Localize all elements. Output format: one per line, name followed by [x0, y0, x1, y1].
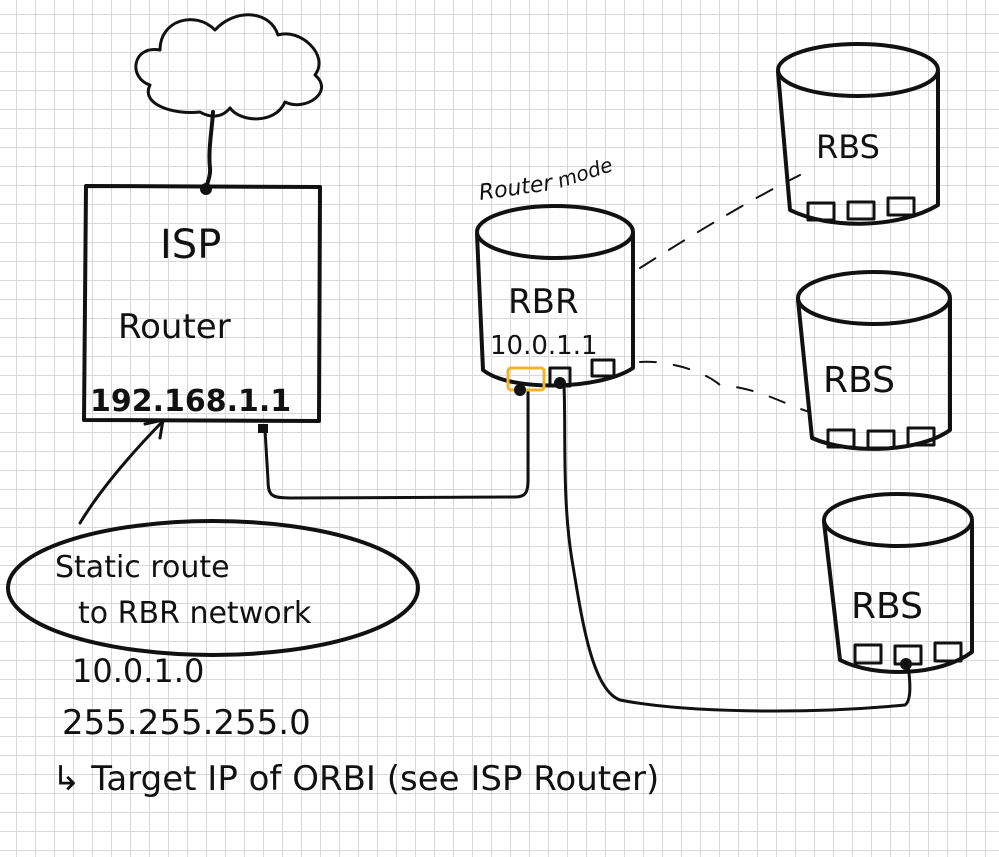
rbr-mode-label-1: Router	[477, 171, 556, 206]
rbr-ip: 10.0.1.1	[490, 331, 598, 361]
static-route-line-2: to RBR network	[78, 596, 312, 631]
wireless-link-rbs1	[639, 174, 801, 269]
rbs-device-1: RBS	[776, 42, 940, 226]
isp-rbr-cable	[263, 390, 530, 500]
isp-lan-port	[258, 424, 268, 433]
static-route-arrow	[78, 420, 164, 525]
route-target-note: ↳ Target IP of ORBI (see ISP Router)	[52, 759, 659, 799]
rbs-2-port-3	[906, 426, 936, 447]
rbs-3-label: RBS	[851, 586, 923, 627]
isp-label: ISP	[160, 222, 221, 268]
route-netmask: 255.255.255.0	[62, 703, 311, 743]
rbr-device: Router mode RBR 10.0.1.1	[475, 152, 635, 396]
rbs-1-port-2	[846, 200, 876, 221]
static-route-arrowhead	[143, 418, 165, 440]
internet-cloud	[134, 13, 323, 121]
static-route-bubble	[6, 519, 420, 657]
rbr-mode-label-2: mode	[554, 152, 615, 192]
rbs-3-port-1	[853, 643, 883, 665]
isp-router-label: Router	[118, 307, 231, 347]
rbr-rbs3-cable	[562, 384, 912, 713]
wireless-link-rbs2	[639, 360, 811, 413]
rbs-3-plug	[900, 658, 912, 670]
rbs-1-label: RBS	[816, 128, 880, 166]
rbr-lan-port-2	[590, 358, 616, 378]
route-network: 10.0.1.0	[72, 652, 204, 690]
rbs-1-port-1	[806, 201, 836, 222]
rbs-device-3: RBS	[822, 492, 974, 674]
rbr-wan-plug	[514, 384, 526, 396]
rbs-2-port-2	[866, 429, 896, 450]
rbs-2-port-1	[826, 428, 856, 449]
rbr-label: RBR	[508, 282, 579, 322]
rbs-2-label: RBS	[823, 360, 895, 401]
internet-link	[204, 110, 215, 190]
isp-router: ISP Router 192.168.1.1	[82, 184, 322, 433]
rbs-device-2: RBS	[796, 270, 952, 451]
rbs-3-port-3	[933, 641, 963, 663]
isp-ip: 192.168.1.1	[90, 384, 291, 419]
rbs-1-port-3	[886, 196, 916, 217]
static-route-line-1: Static route	[55, 550, 230, 585]
